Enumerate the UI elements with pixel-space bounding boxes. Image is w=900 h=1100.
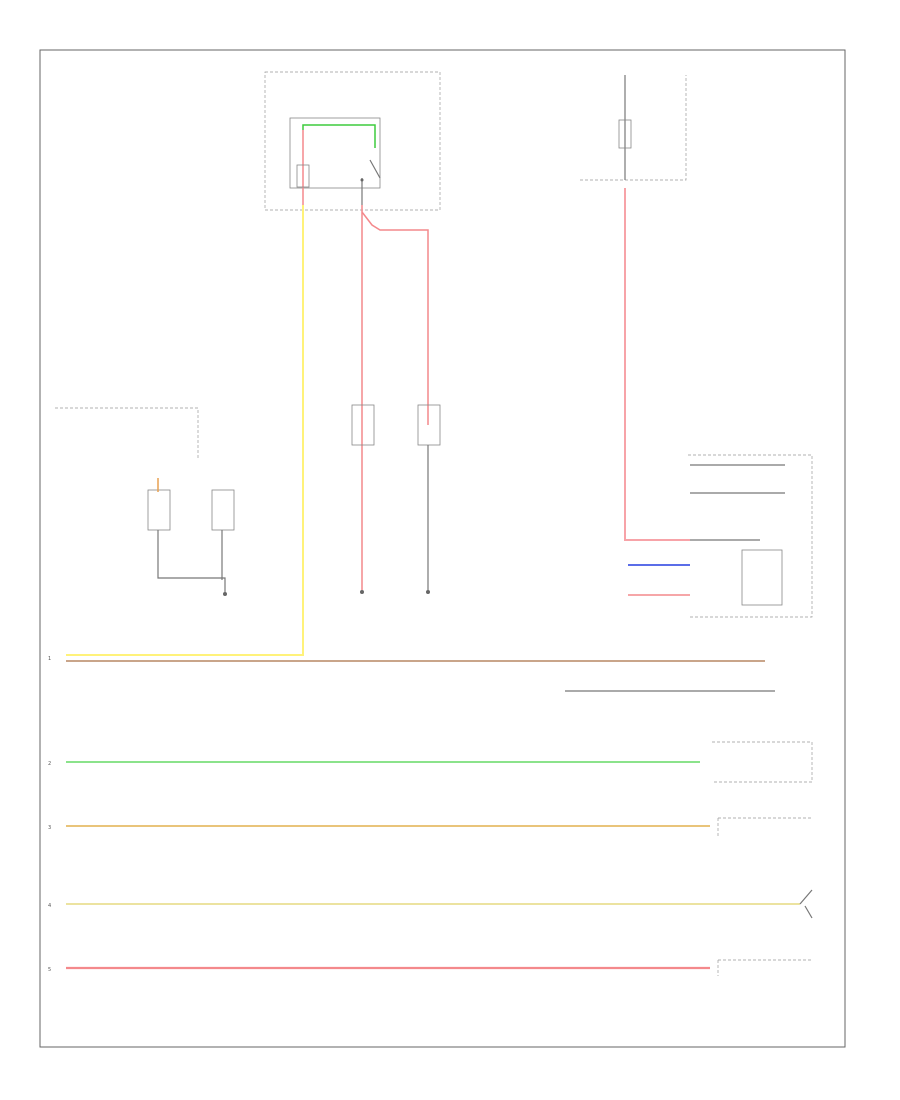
right-module-box bbox=[688, 454, 813, 618]
bus-marker-5: 5 bbox=[48, 967, 51, 973]
module-internal-block bbox=[741, 549, 783, 606]
bracket-red bbox=[717, 959, 812, 976]
green-wire-top bbox=[302, 124, 376, 148]
ground-left-group bbox=[223, 592, 227, 596]
yellow-feed-wire bbox=[66, 205, 304, 656]
red-feed-wire-right bbox=[361, 211, 429, 425]
bus-marker-3: 3 bbox=[48, 825, 51, 831]
relay-right bbox=[417, 404, 441, 446]
left-relay-ground-wire bbox=[157, 530, 226, 592]
ground-right bbox=[426, 590, 430, 594]
left-relay-1 bbox=[147, 489, 171, 531]
bracket-green bbox=[712, 741, 813, 783]
bracket-orange bbox=[717, 817, 812, 836]
relay-pin bbox=[360, 178, 364, 182]
relay-block bbox=[289, 117, 381, 189]
fuse-left bbox=[296, 164, 310, 188]
bus-marker-1: 1 bbox=[48, 656, 51, 662]
module-element bbox=[618, 119, 632, 149]
module-box-top-right bbox=[580, 75, 687, 181]
power-distribution-box bbox=[264, 71, 441, 211]
ground-left bbox=[360, 590, 364, 594]
relay-left bbox=[351, 404, 375, 446]
relay-switch bbox=[361, 159, 381, 205]
bus-marker-2: 2 bbox=[48, 761, 51, 767]
bracket-tan-switch bbox=[799, 889, 813, 919]
pink-feed-wire bbox=[624, 188, 690, 541]
diagram-frame bbox=[39, 49, 846, 1048]
left-relay-2 bbox=[211, 489, 235, 531]
bus-marker-4: 4 bbox=[48, 903, 51, 909]
left-relay-box bbox=[55, 407, 199, 460]
